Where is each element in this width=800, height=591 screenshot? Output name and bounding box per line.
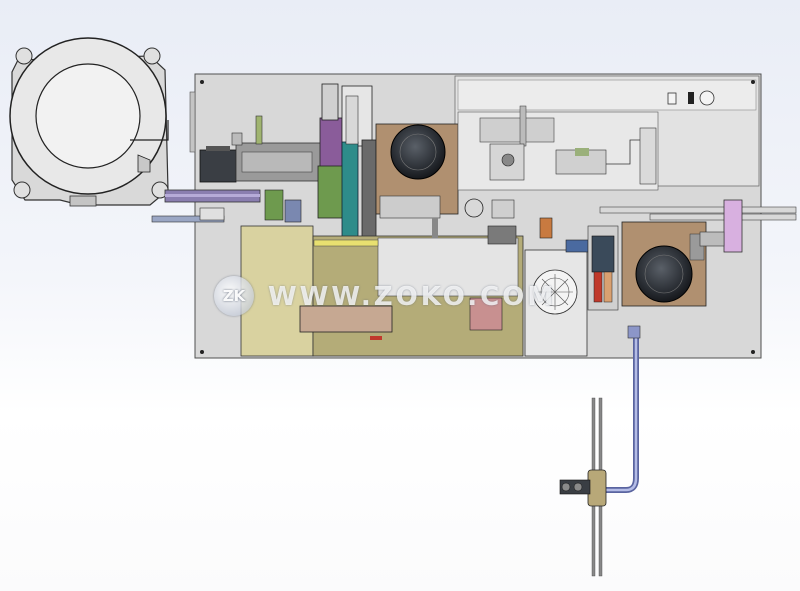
bowl-feeder-icon [9,37,196,207]
motor-icon [199,115,325,183]
fitting-icon [559,325,641,577]
base-table [240,225,524,357]
crimp-unit [539,217,619,311]
control-panel [667,90,715,106]
motor-icon [621,221,707,307]
feed-rail [151,189,261,223]
output-conveyor [599,199,797,253]
mid-mechanism [379,105,659,245]
watermark-logo: ZK [214,276,254,316]
fan-icon [524,249,588,357]
